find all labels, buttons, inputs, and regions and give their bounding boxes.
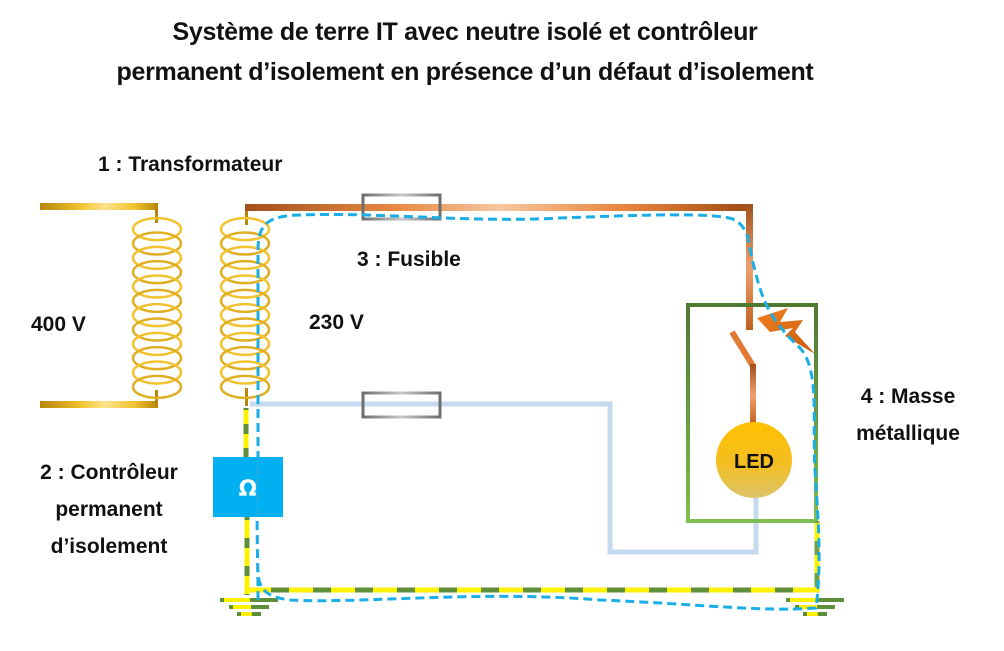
coil-turn (219, 374, 271, 400)
primary-winding (40, 203, 183, 408)
ground-bar-stripe (790, 598, 817, 602)
secondary-voltage-label: 230 V (309, 311, 364, 334)
fuse-label: 3 : Fusible (357, 248, 461, 271)
insulation-monitor-device: Ω (213, 457, 283, 517)
coil-turn (131, 231, 183, 256)
coil-turn (219, 259, 271, 285)
coil-turn (131, 216, 183, 242)
ground-bar-stripe (233, 605, 251, 609)
coil-turn (131, 302, 183, 328)
coil-turn (219, 345, 271, 371)
metal-mass-label-line2: métallique (856, 422, 960, 445)
coil-turn (131, 331, 183, 357)
coil-turn (131, 360, 183, 385)
coil-turn (219, 231, 271, 256)
secondary-winding (219, 205, 271, 406)
coil-turn (219, 245, 271, 271)
coil-turn (131, 274, 183, 299)
coil-turn (219, 288, 271, 314)
neutral-fuse (361, 391, 442, 419)
earth-ground-icon-left (220, 598, 278, 616)
phase-fuse (361, 193, 442, 221)
insulation-monitor-box (213, 457, 283, 517)
ground-bar-stripe (224, 598, 251, 602)
insulation-controller-label-line2: permanent (55, 498, 163, 521)
led-icon (716, 422, 792, 498)
primary-top-lead (40, 203, 158, 210)
coil-turn (131, 259, 183, 285)
protective-earth-conductor (243, 408, 820, 595)
metal-mass-label: 4 : Masse métallique (838, 378, 978, 452)
ground-bar-stripe (807, 612, 818, 616)
coil-turn (219, 274, 271, 299)
primary-bottom-lead (40, 401, 158, 408)
secondary-coil-icon (219, 216, 271, 400)
ground-bar-stripe (241, 612, 252, 616)
coil-turn (219, 317, 271, 342)
led-lamp: LED (716, 422, 792, 498)
coil-turn (219, 302, 271, 328)
coil-turn (131, 245, 183, 271)
coil-turn (131, 345, 183, 371)
transformer-label: 1 : Transformateur (98, 153, 283, 176)
led-text: LED (734, 451, 774, 473)
coil-turn (131, 288, 183, 314)
insulation-controller-label: 2 : Contrôleur permanent d’isolement (14, 454, 204, 565)
coil-turn (219, 360, 271, 385)
ohm-icon: Ω (239, 477, 258, 502)
insulation-controller-label-line1: 2 : Contrôleur (40, 461, 178, 484)
metal-mass-label-line1: 4 : Masse (860, 385, 956, 408)
diagram-title-line1: Système de terre IT avec neutre isolé et… (172, 18, 758, 46)
metal-mass-frame (686, 303, 818, 523)
coil-turn (219, 216, 271, 242)
primary-coil-icon (131, 216, 183, 400)
fault-current-path (255, 212, 821, 611)
phase-conductor (245, 204, 753, 330)
coil-turn (219, 331, 271, 357)
insulation-fault-spark-icon (757, 308, 815, 354)
switch-icon (729, 330, 756, 426)
diagram-title-line2: permanent d’isolement en présence d’un d… (116, 58, 814, 86)
coil-turn (131, 317, 183, 342)
neutral-conductor (250, 401, 759, 555)
primary-voltage-label: 400 V (31, 313, 86, 336)
coil-turn (131, 374, 183, 400)
insulation-controller-label-line3: d’isolement (50, 535, 168, 558)
